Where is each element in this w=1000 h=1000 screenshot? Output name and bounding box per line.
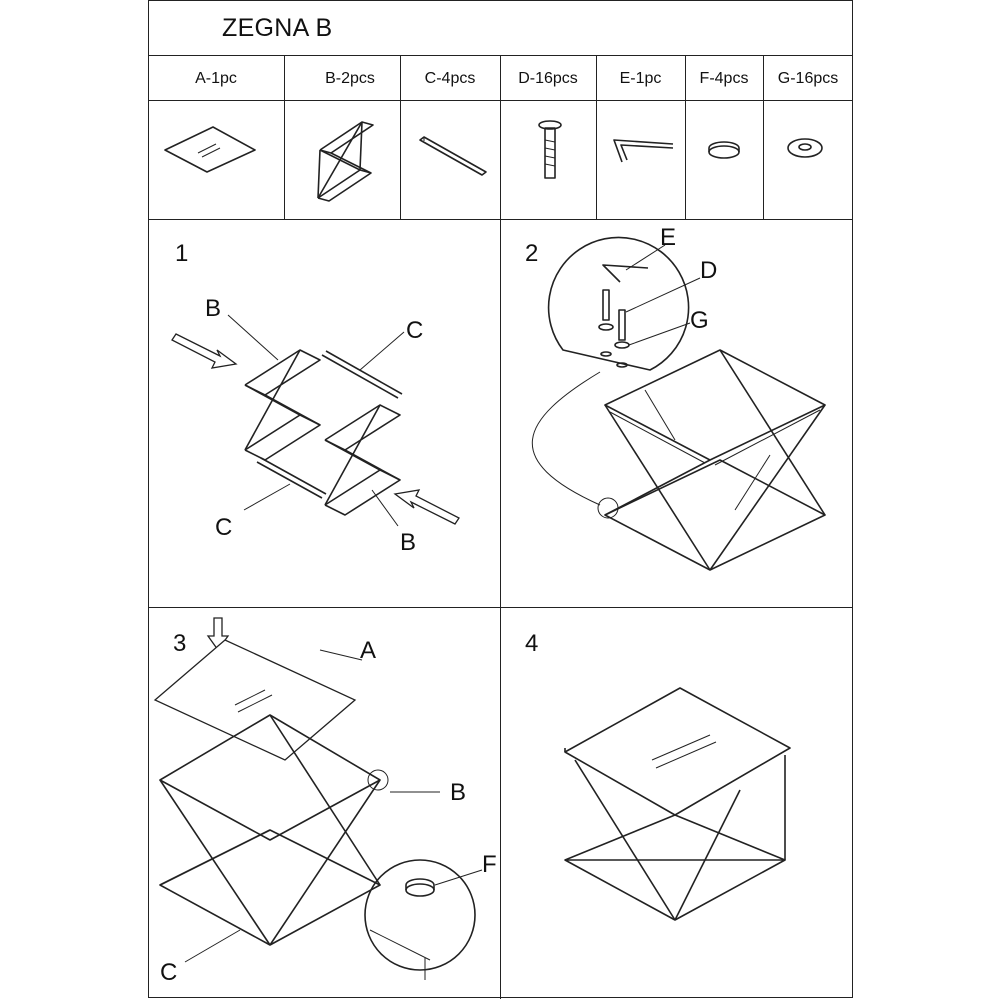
side-frame-icon: [317, 121, 374, 202]
allen-key-icon: [613, 139, 674, 163]
divider: [763, 55, 764, 220]
divider: [500, 55, 501, 220]
washer-icon: [787, 138, 823, 158]
step-number-3: 3: [173, 630, 187, 657]
callout-c: C: [406, 317, 423, 344]
step-number-1: 1: [175, 240, 189, 267]
part-label-g: G-16pcs: [777, 70, 839, 87]
step-number-2: 2: [525, 240, 539, 267]
step2-frame: [604, 349, 826, 571]
glass-top-icon: [164, 126, 256, 173]
divider: [685, 55, 686, 220]
part-label-f: F-4pcs: [699, 70, 749, 87]
part-label-a: A-1pc: [195, 70, 237, 87]
step3-assembly: A B F C: [153, 617, 497, 986]
step4-finished-table: [564, 687, 791, 921]
part-label-d: D-16pcs: [518, 70, 578, 87]
callout-c: C: [160, 959, 177, 986]
step-number-4: 4: [525, 630, 539, 657]
divider: [500, 219, 501, 999]
callout-e: E: [660, 224, 676, 251]
document-title: ZEGNA B: [222, 14, 333, 42]
step2-bolt-detail: E D G: [532, 224, 717, 519]
callout-b: B: [450, 779, 466, 806]
callout-g: G: [690, 307, 709, 334]
part-label-b: B-2pcs: [325, 70, 375, 87]
step1-exploded-frame: B C C B: [171, 295, 460, 556]
divider: [284, 55, 285, 220]
part-label-e: E-1pc: [619, 70, 662, 87]
part-label-c: C-4pcs: [424, 70, 476, 87]
callout-d: D: [700, 257, 717, 284]
callout-b: B: [400, 529, 416, 556]
divider: [400, 55, 401, 220]
callout-f: F: [482, 851, 497, 878]
callout-a: A: [360, 637, 376, 664]
divider: [596, 55, 597, 220]
felt-pad-icon: [708, 141, 740, 159]
callout-b: B: [205, 295, 221, 322]
rod-icon: [419, 136, 487, 176]
bolt-icon: [538, 120, 562, 179]
callout-c: C: [215, 514, 232, 541]
